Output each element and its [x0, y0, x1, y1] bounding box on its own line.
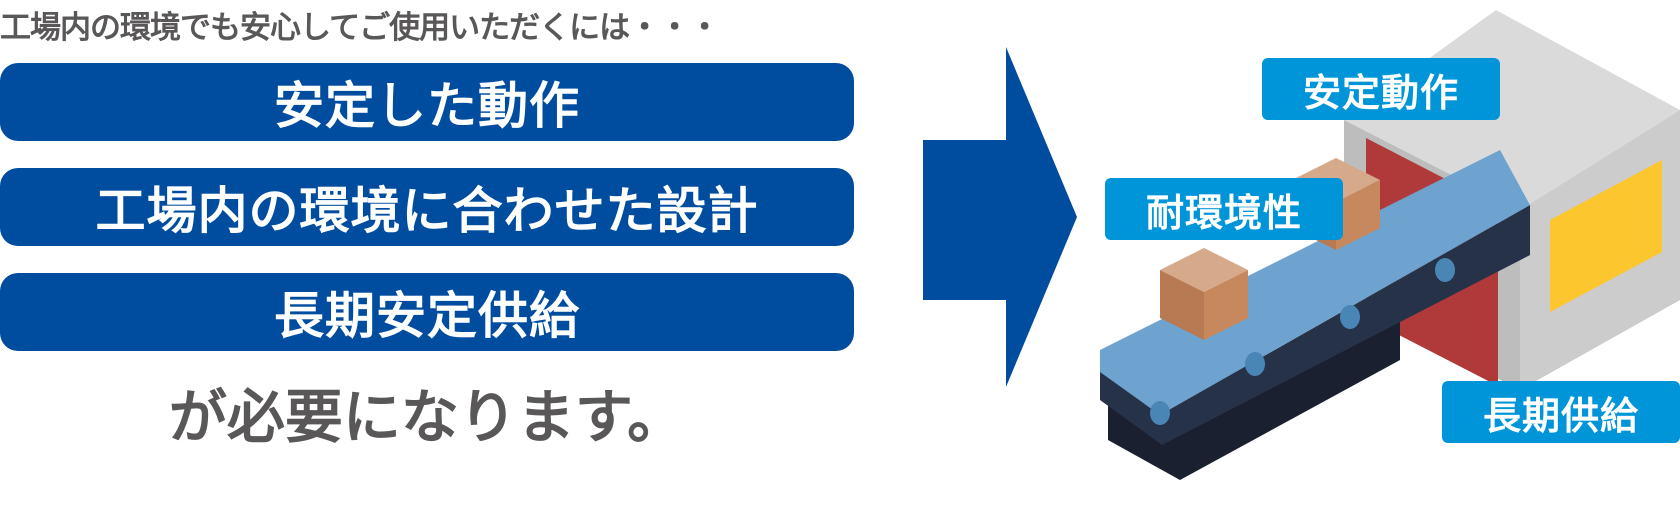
- conveyor-belt: [1100, 150, 1530, 415]
- machine-window: [1550, 160, 1662, 312]
- conveyor-base: [1108, 320, 1400, 480]
- requirement-long-term-supply: 長期安定供給: [0, 273, 854, 351]
- box-right: [1336, 180, 1380, 250]
- roller: [1150, 401, 1170, 425]
- roller: [1340, 305, 1360, 329]
- label-long-term-supply: 長期供給: [1442, 381, 1680, 443]
- conveyor-side: [1100, 205, 1530, 445]
- label-stable-operation: 安定動作: [1262, 58, 1500, 120]
- intro-text: 工場内の環境でも安心してご使用いただくには・・・: [0, 10, 720, 46]
- roller: [1245, 352, 1265, 376]
- requirement-environment-design: 工場内の環境に合わせた設計: [0, 168, 854, 246]
- right-arrow-icon: [923, 47, 1077, 387]
- label-environment-resistance: 耐環境性: [1105, 178, 1343, 240]
- roller: [1435, 258, 1455, 282]
- conclusion-text: が必要になります。: [168, 383, 686, 451]
- box-right: [1204, 270, 1248, 340]
- requirement-stable-operation: 安定した動作: [0, 63, 854, 141]
- box-left: [1160, 270, 1204, 340]
